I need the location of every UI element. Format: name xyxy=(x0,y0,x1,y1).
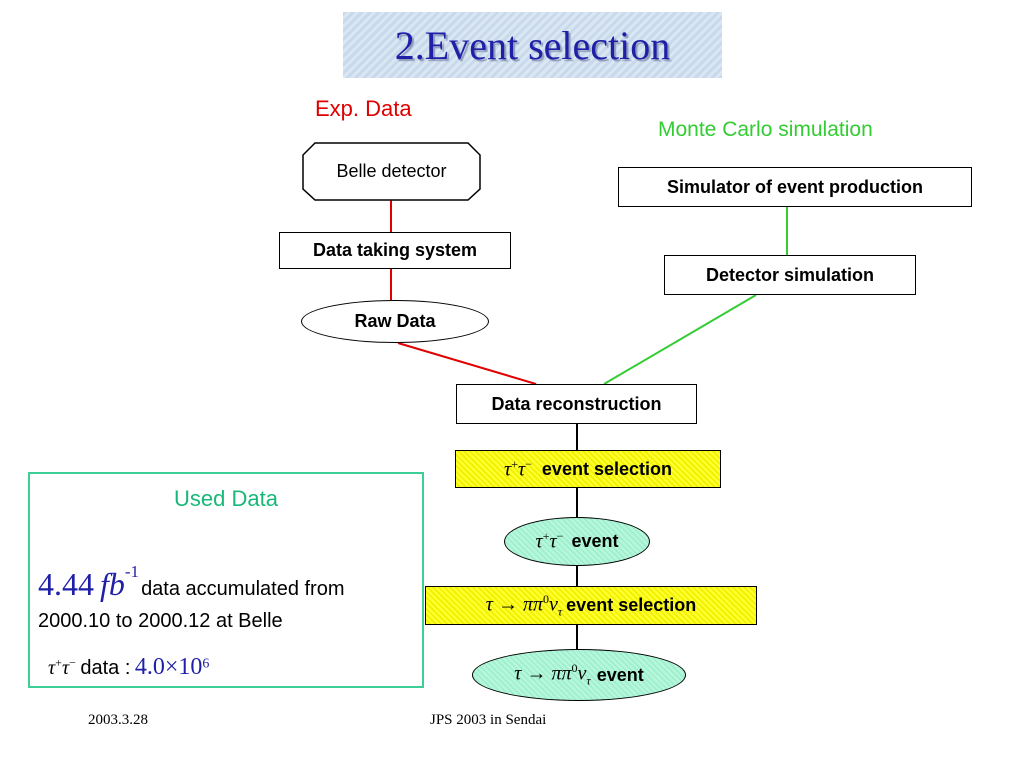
tautau-event-label: event xyxy=(571,531,619,551)
line-raw-to-reco xyxy=(397,342,537,385)
reconstruction-node: Data reconstruction xyxy=(456,384,697,424)
tau-decay-symbol-2: τ → ππ0ντ xyxy=(514,661,591,688)
reconstruction-label: Data reconstruction xyxy=(491,393,662,414)
pipi-event-label: event xyxy=(596,664,644,685)
count-times: ×10 xyxy=(164,654,203,680)
tau-pair-symbol-3: τ+τ− xyxy=(48,655,76,679)
used-data-title: Used Data xyxy=(174,486,278,511)
tautau-event-node: τ+τ− event xyxy=(504,517,650,566)
mc-simulation-label: Monte Carlo simulation xyxy=(658,118,873,141)
desc-line-1: data accumulated from xyxy=(141,578,345,600)
detector-sim-node: Detector simulation xyxy=(664,255,916,295)
count-exponent: 6 xyxy=(202,656,210,672)
pipi-selection-node: τ → ππ0ντ event selection xyxy=(425,586,757,625)
luminosity-value: 4.44 xyxy=(38,566,94,602)
luminosity-exponent: -1 xyxy=(124,562,140,581)
pipi-selection-label: event selection xyxy=(566,595,697,615)
exp-data-label: Exp. Data xyxy=(315,96,412,121)
pipi-event-node: τ → ππ0ντ event xyxy=(472,649,686,701)
simulator-node: Simulator of event production xyxy=(618,167,972,207)
count-label: data : xyxy=(80,657,131,679)
event-count-line: τ+τ− data : 4.0×106 xyxy=(48,654,209,681)
belle-detector-label: Belle detector xyxy=(336,161,447,181)
raw-data-node: Raw Data xyxy=(301,300,489,343)
data-taking-label: Data taking system xyxy=(312,240,478,260)
belle-detector-shape xyxy=(302,142,481,201)
count-mantissa: 4.0 xyxy=(134,654,165,680)
data-taking-node: Data taking system xyxy=(279,232,511,269)
footer-date: 2003.3.28 xyxy=(88,712,148,728)
footer-venue: JPS 2003 in Sendai xyxy=(430,712,547,728)
page-title: 2.Event selection xyxy=(394,22,671,68)
luminosity-unit: fb xyxy=(100,566,125,602)
tau-pair-symbol: τ+τ− xyxy=(504,456,532,481)
desc-line-2: 2000.10 to 2000.12 at Belle xyxy=(38,610,283,632)
detector-sim-label: Detector simulation xyxy=(705,264,875,285)
title-banner: 2.Event selection xyxy=(343,12,722,78)
raw-data-label: Raw Data xyxy=(354,311,436,331)
belle-detector-node: Belle detector xyxy=(303,143,480,200)
tau-decay-symbol: τ → ππ0ντ xyxy=(485,591,563,619)
tautau-selection-node: τ+τ− event selection xyxy=(455,450,721,488)
tautau-selection-label: event selection xyxy=(541,458,672,479)
tau-pair-symbol-2: τ+τ− xyxy=(535,529,564,553)
simulator-label: Simulator of event production xyxy=(666,176,923,197)
line-detsim-to-reco xyxy=(603,294,757,385)
